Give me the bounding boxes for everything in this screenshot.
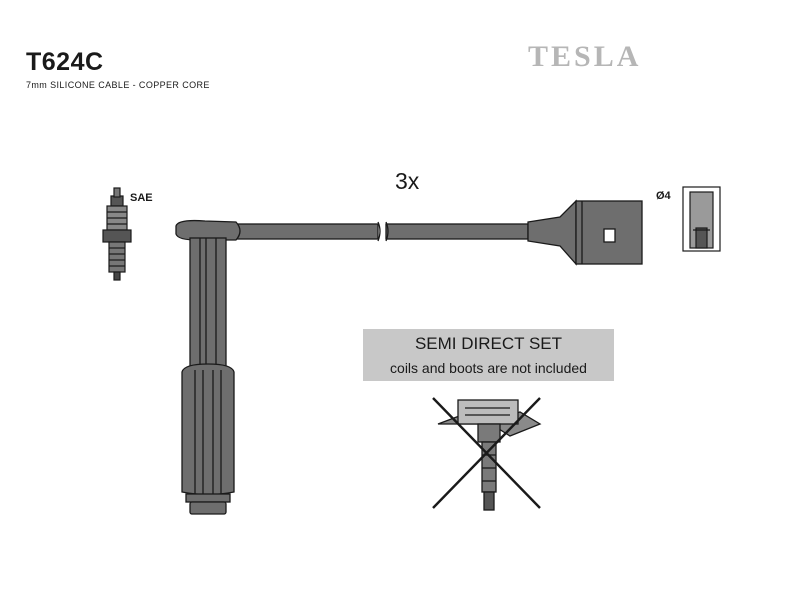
crossed-out-coil-icon [432,397,542,511]
coil-boot [527,199,643,266]
spark-plug-label: SAE [130,192,153,204]
semi-direct-set-notice: SEMI DIRECT SET coils and boots are not … [363,329,614,381]
ignition-cable [235,221,529,242]
terminal-icon [682,186,721,252]
notice-subtitle: coils and boots are not included [390,360,587,376]
cable-description: 7mm SILICONE CABLE - COPPER CORE [26,80,210,90]
brand-logo: TESLA [528,40,642,73]
quantity-label: 3x [395,168,420,194]
notice-title: SEMI DIRECT SET [414,334,563,353]
terminal-diameter-label: Ø4 [656,190,671,202]
spark-plug-icon [102,187,132,281]
spark-plug-boot [175,219,241,515]
part-number-title: T624C [26,48,104,76]
